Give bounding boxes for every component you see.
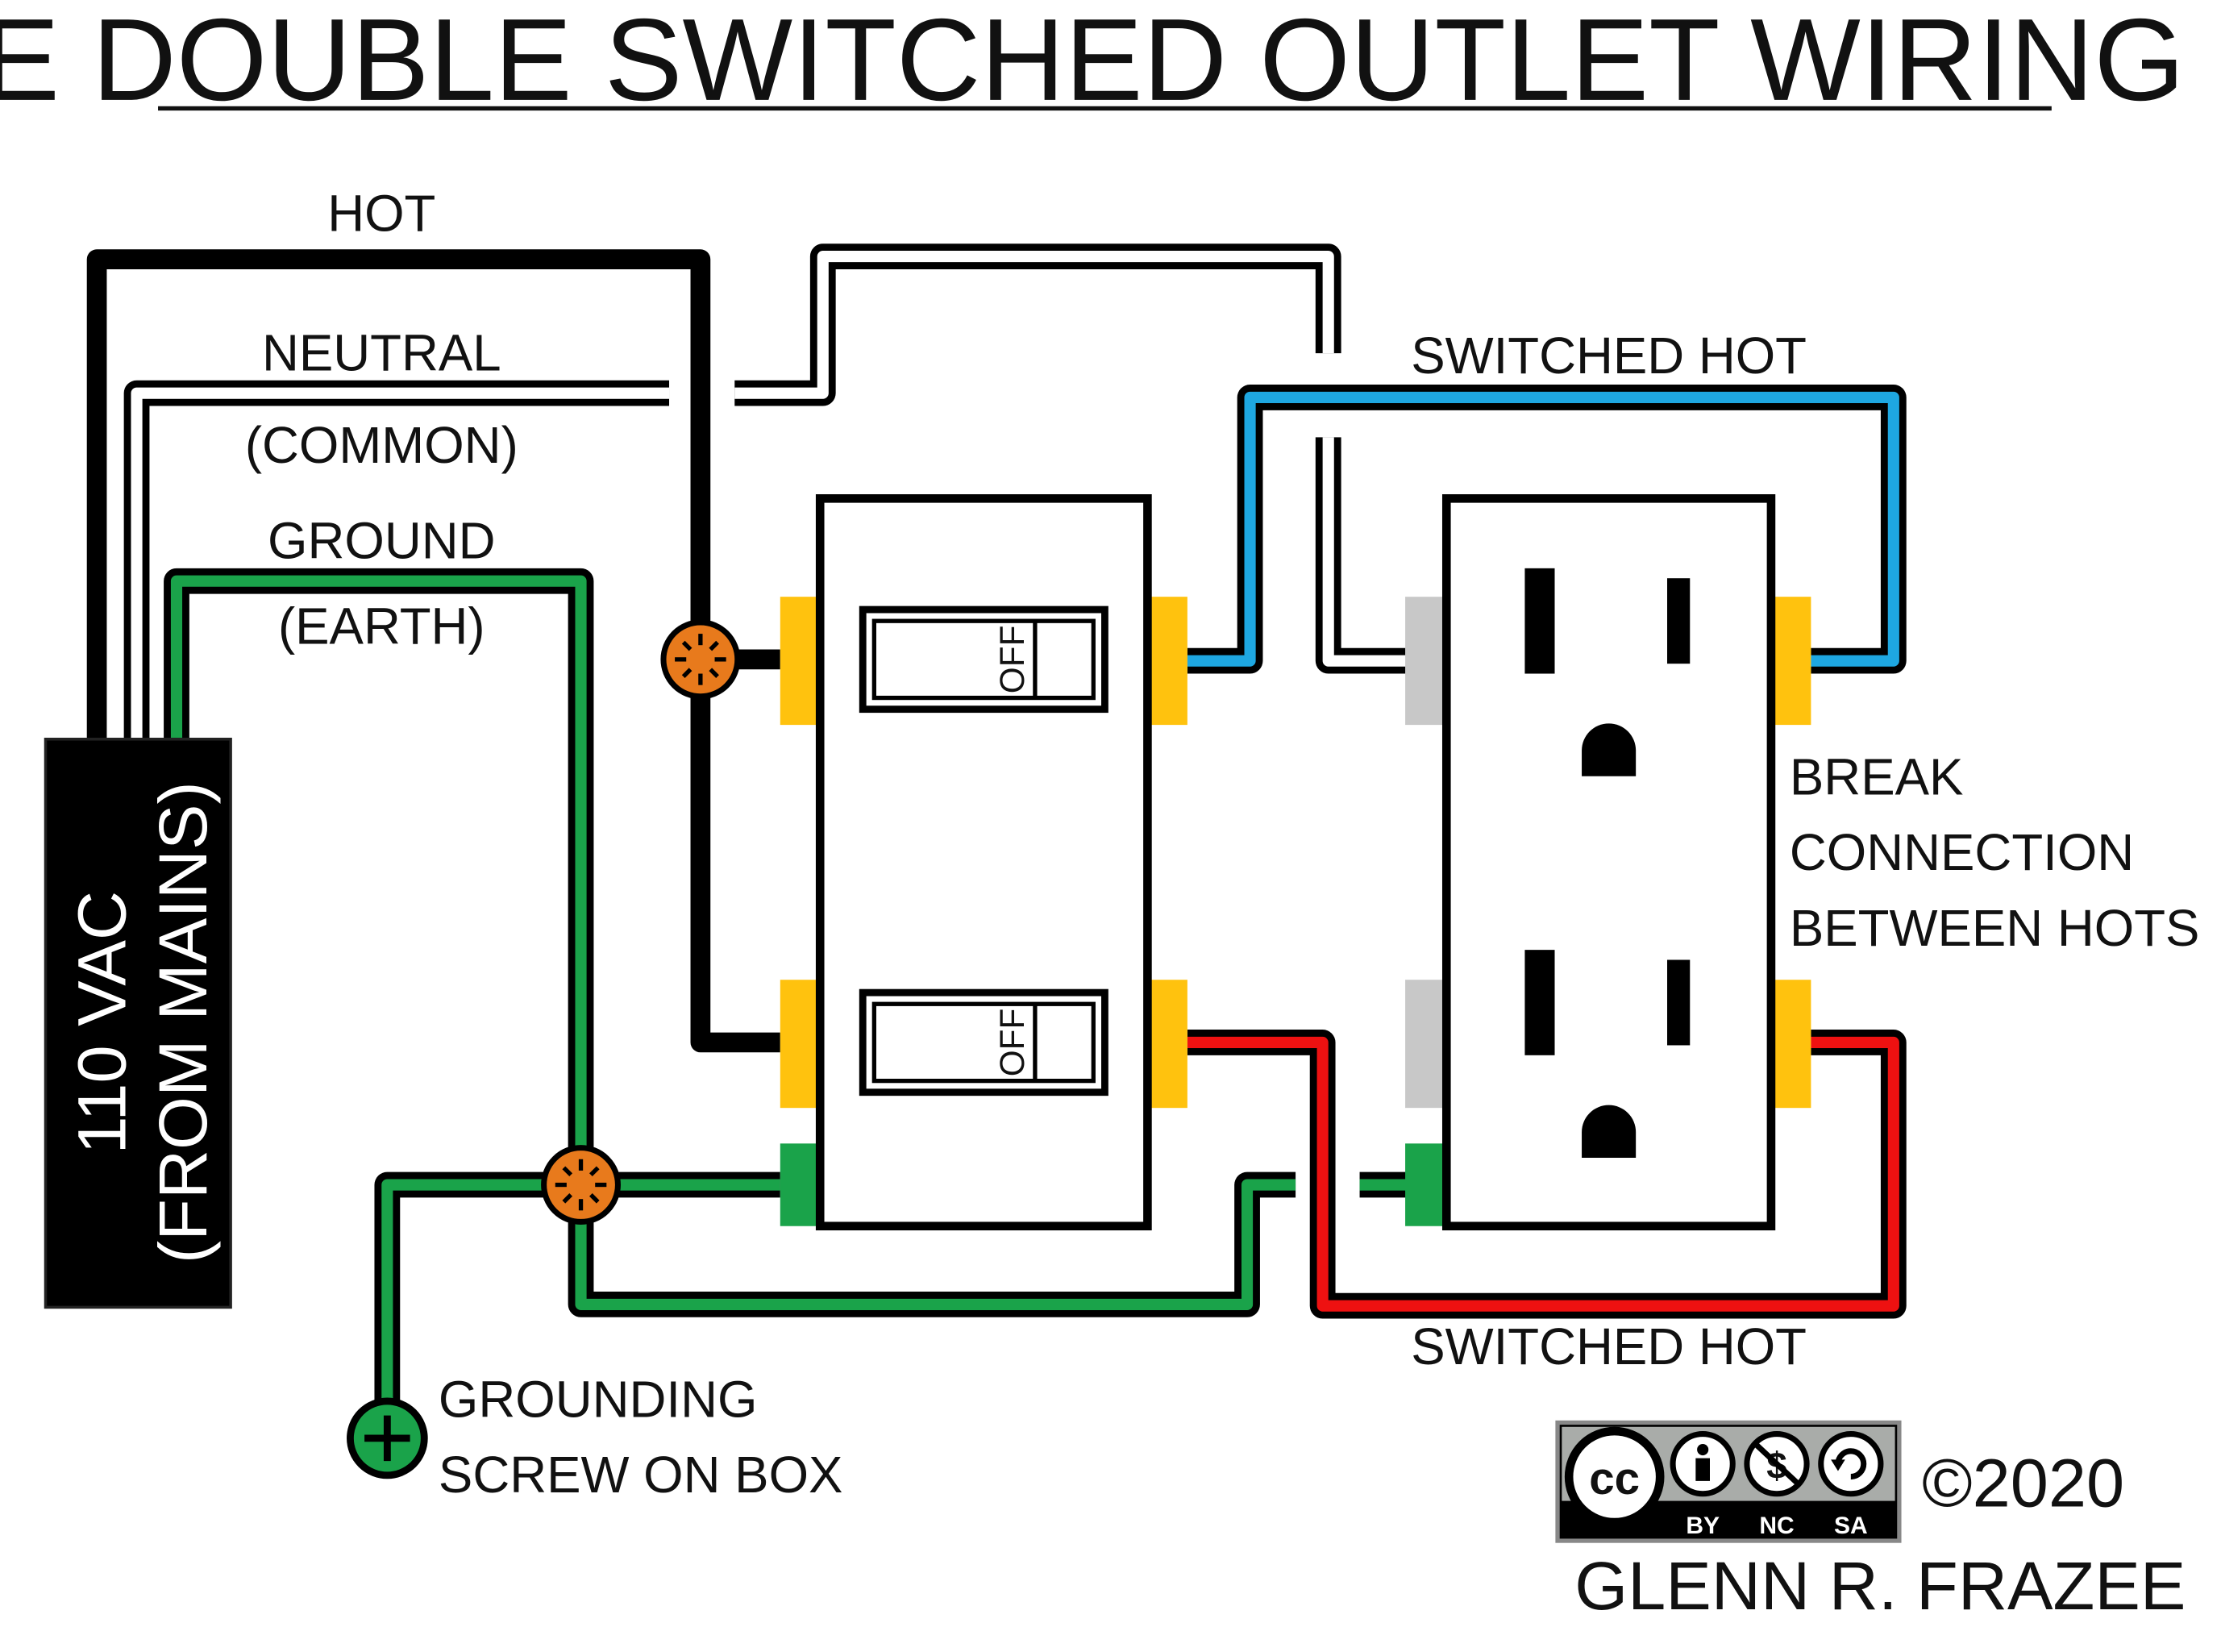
cc-logo-icon: cc	[1564, 1426, 1665, 1527]
switch-bottom-state: OFF	[993, 1009, 1031, 1077]
brass-terminal-outlet-top	[1774, 597, 1811, 726]
label-hot: HOT	[327, 185, 435, 242]
silver-terminal-top	[1405, 597, 1442, 726]
diagram-title: PORTABLE DOUBLE SWITCHED OUTLET WIRING D…	[0, 0, 2221, 125]
wire-nut-ground	[541, 1145, 621, 1225]
ground-terminal-outlet	[1405, 1143, 1442, 1226]
source-label-line1: 110 VAC	[63, 891, 139, 1155]
receptacle-top	[1524, 568, 1691, 776]
cc-license-badge: cc $ BY NC SA	[1555, 1420, 1902, 1543]
note-line1: BREAK	[1790, 749, 1964, 806]
note-line2: CONNECTION	[1790, 824, 2134, 881]
brass-terminal-out-bottom	[1150, 980, 1187, 1109]
wire-nut-hot	[660, 619, 741, 700]
switch-top-state: OFF	[993, 626, 1031, 694]
outlet-body	[1441, 494, 1776, 1231]
source-block	[44, 738, 232, 1309]
copyright-author: GLENN R. FRAZEE	[1574, 1547, 2186, 1624]
share-alike-icon	[1818, 1431, 1884, 1497]
cc-sa-label: SA	[1834, 1513, 1868, 1539]
label-neutral-sub: (COMMON)	[245, 417, 518, 474]
double-switch: OFF OFF	[780, 494, 1187, 1231]
label-ground-sub: (EARTH)	[278, 597, 485, 655]
silver-terminal-bottom	[1405, 980, 1442, 1109]
brass-terminal-hot-bottom	[780, 980, 817, 1109]
person-icon	[1670, 1431, 1736, 1497]
brass-terminal-out-top	[1150, 597, 1187, 726]
power-source: 110 VAC (FROM MAINS)	[44, 738, 232, 1309]
toggle-switch-bottom: OFF	[859, 988, 1108, 1096]
cc-nc-label: NC	[1759, 1513, 1794, 1539]
label-ground: GROUND	[268, 512, 496, 569]
ground-terminal-switch	[780, 1143, 817, 1226]
label-neutral: NEUTRAL	[262, 324, 501, 381]
grounding-label-line2: SCREW ON BOX	[439, 1446, 843, 1504]
copyright-year: ©2020	[1922, 1445, 2124, 1521]
no-dollar-icon: $	[1744, 1431, 1810, 1497]
source-label-line2: (FROM MAINS)	[144, 781, 221, 1263]
toggle-switch-top: OFF	[859, 605, 1108, 714]
brass-terminal-hot-top	[780, 597, 817, 726]
svg-text:cc: cc	[1589, 1453, 1640, 1504]
grounding-screw	[347, 1397, 428, 1479]
ground-wire	[164, 568, 1407, 1438]
neutral-wire	[123, 243, 1407, 741]
label-switched-hot-top: SWITCHED HOT	[1411, 327, 1807, 385]
grounding-label-line1: GROUNDING	[439, 1371, 757, 1428]
duplex-outlet	[1405, 494, 1811, 1231]
switched-hot-bottom-wire	[1187, 1030, 1907, 1319]
brass-terminal-outlet-bottom	[1774, 980, 1811, 1109]
label-switched-hot-bottom: SWITCHED HOT	[1411, 1318, 1807, 1375]
cc-by-label: BY	[1686, 1513, 1720, 1539]
receptacle-bottom	[1524, 950, 1691, 1158]
note-line3: BETWEEN HOTS	[1790, 900, 2200, 957]
switched-hot-top-wire	[1187, 385, 1907, 674]
